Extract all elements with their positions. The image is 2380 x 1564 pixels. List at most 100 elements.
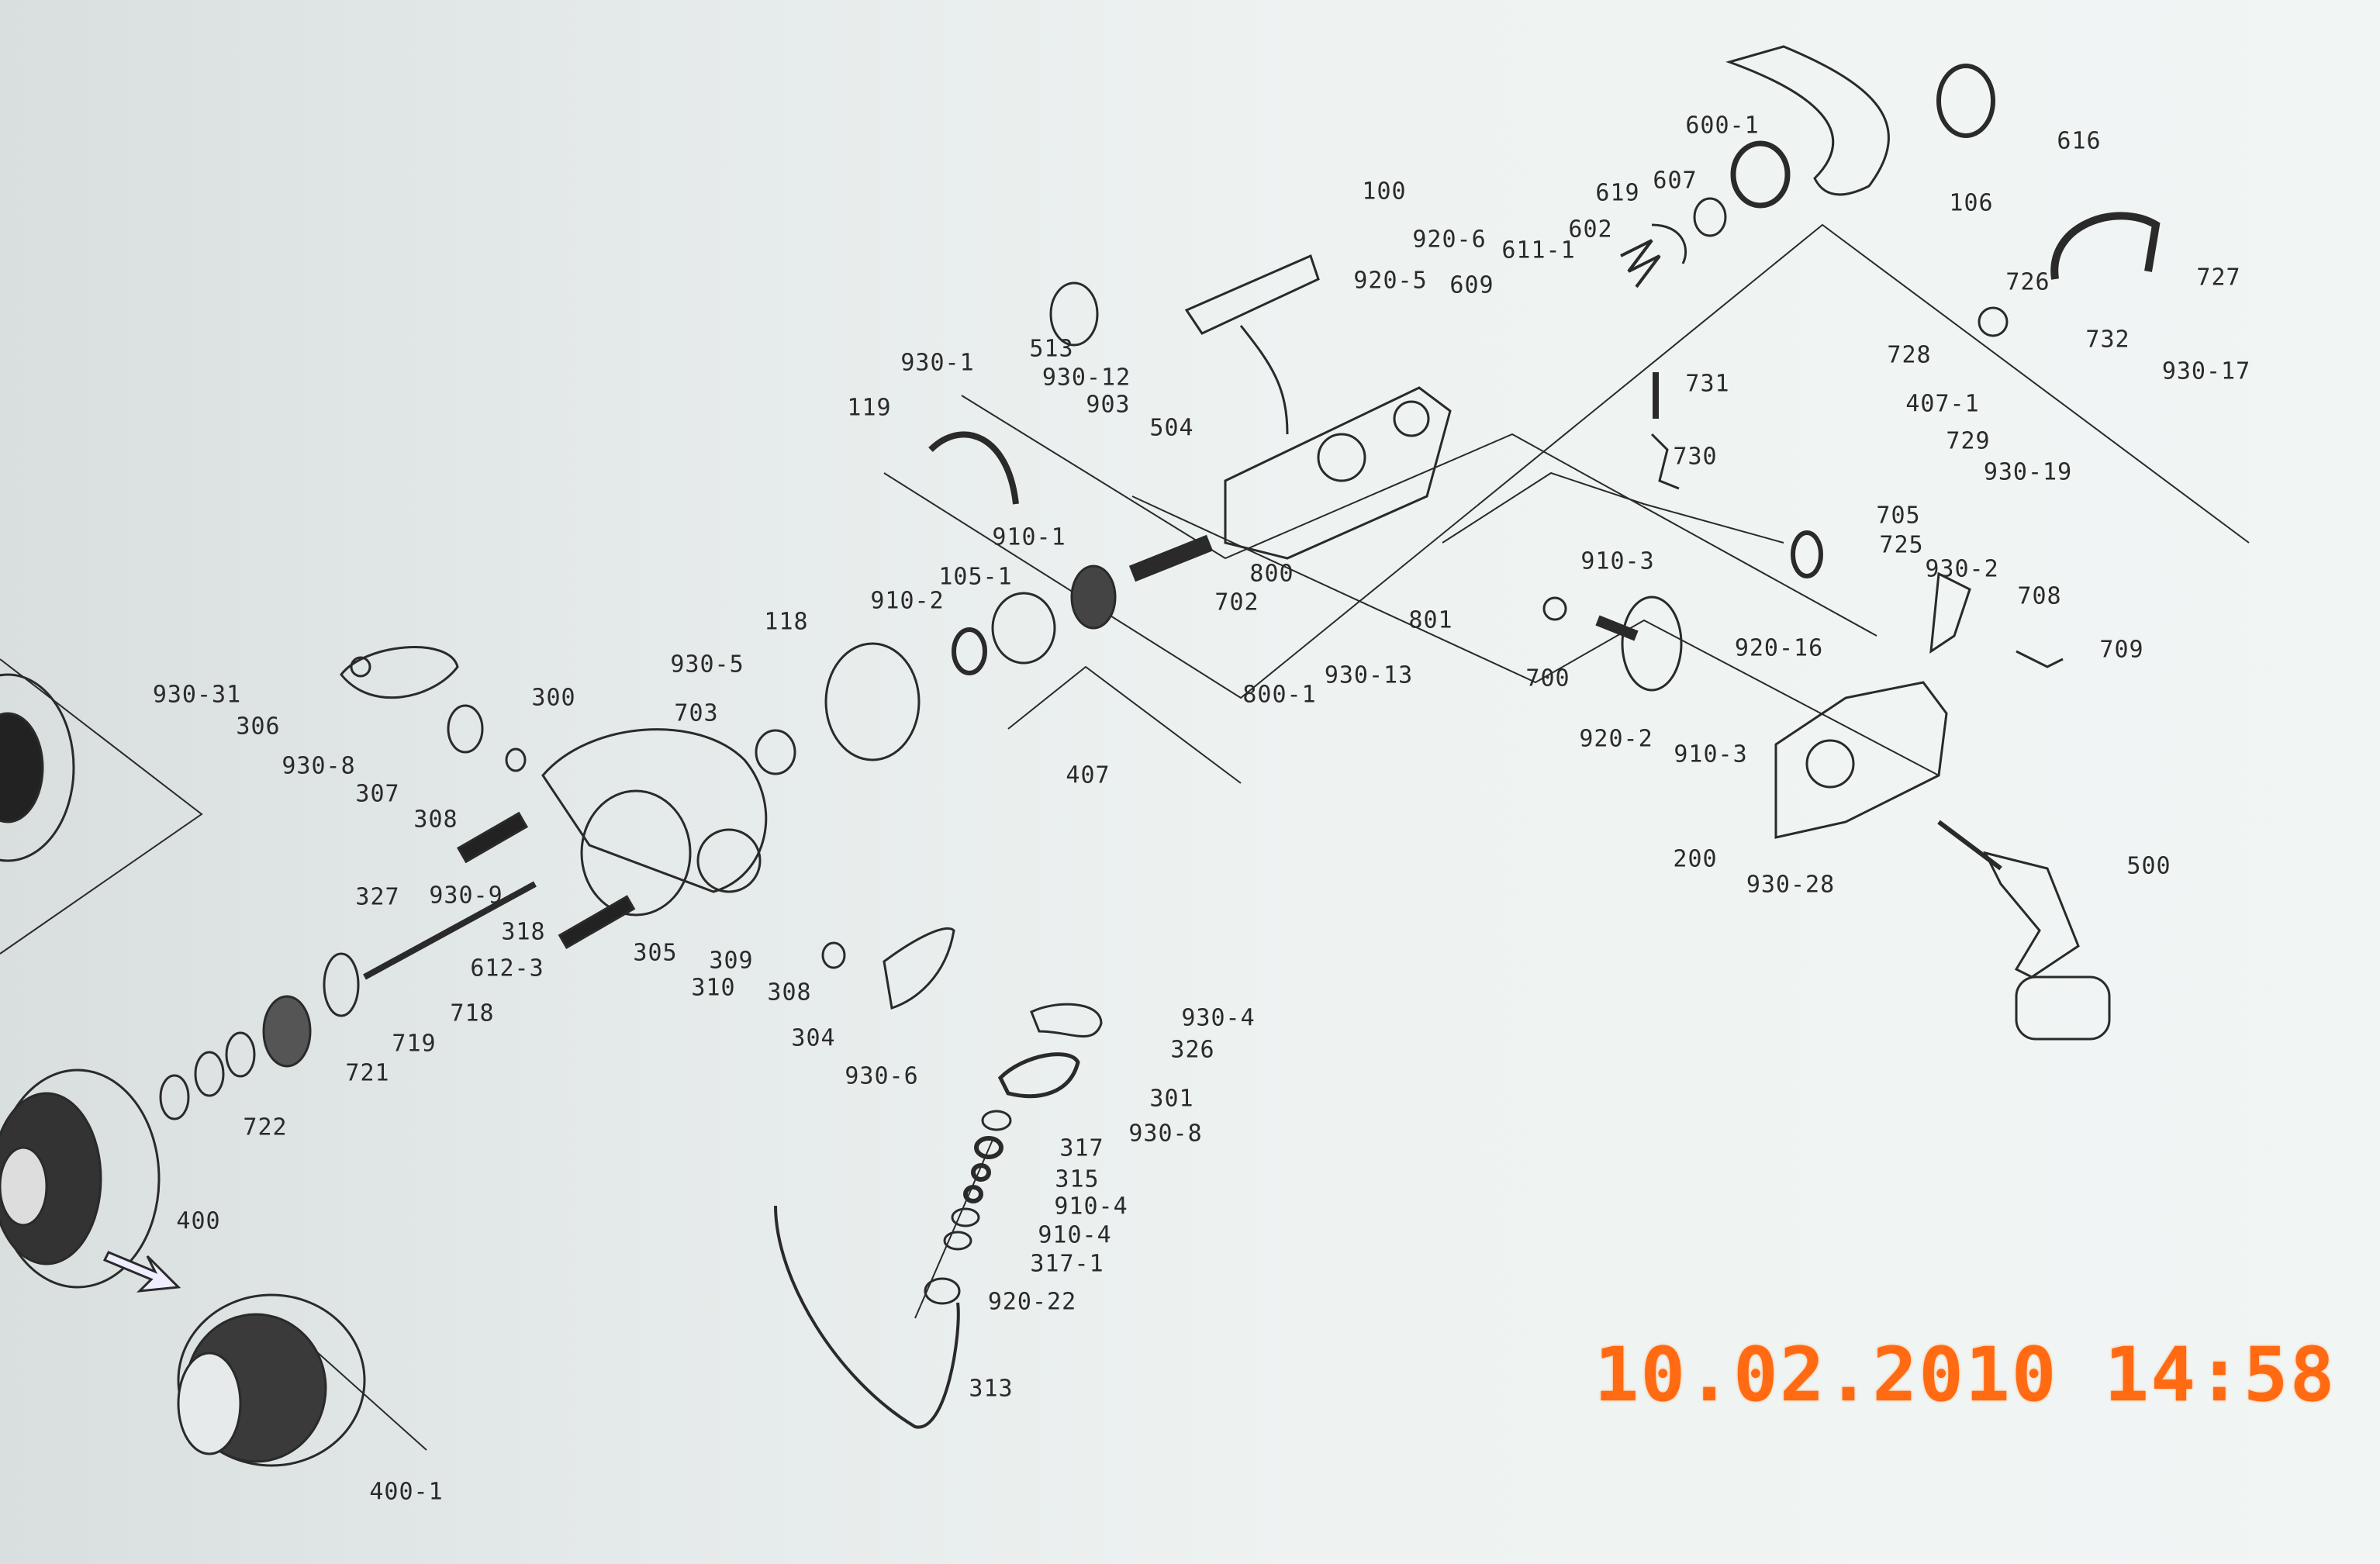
gear-705 [1791,530,1823,578]
part-label: 903 [1086,391,1131,419]
part-label: 726 [2005,268,2050,296]
leader-lines [0,223,2250,1451]
part-label: 910-4 [1038,1221,1112,1249]
handle-500 [1937,820,2111,1041]
part-label: 106 [1949,189,1994,217]
part-label: 725 [1879,531,1924,559]
bail-holder-304 [883,927,955,1010]
plate-719 [323,952,360,1017]
part-label: 700 [1525,665,1570,692]
body-100 [1184,254,1452,560]
bushing-607 [1693,197,1727,237]
clip-619 [1651,223,1687,264]
part-label: 300 [531,684,576,712]
part-label: 930-9 [429,882,503,910]
spring-327 [456,811,529,864]
cover-118 [824,642,921,761]
part-label: 718 [450,1000,495,1027]
part-label: 930-5 [670,651,744,678]
drag-washers [159,1031,256,1120]
part-label: 702 [1214,589,1259,616]
part-label: 930-19 [1983,458,2073,486]
part-label: 930-12 [1041,364,1131,392]
part-label: 100 [1362,178,1407,205]
part-label: 930-4 [1181,1004,1256,1032]
part-label: 308 [767,979,812,1006]
part-label: 722 [243,1113,288,1141]
part-label: 310 [691,974,736,1002]
line-roller-301 [997,1052,1080,1099]
arrow-icon [102,1251,181,1293]
part-label: 728 [1887,341,1932,369]
part-label: 309 [709,947,754,975]
part-label: 619 [1595,179,1640,207]
part-label: 305 [633,939,678,967]
part-label: 920-22 [987,1288,1077,1316]
part-label: 727 [2196,264,2241,292]
part-label: 930-13 [1324,661,1414,689]
part-label: 611-1 [1501,236,1576,264]
part-label: 119 [847,394,892,422]
part-label: 731 [1685,370,1730,398]
photo-timestamp: 10.02.2010 14:58 [1594,1331,2337,1418]
part-label: 920-5 [1353,267,1428,295]
side-cover-200 [1774,681,1948,839]
part-label: 307 [355,780,400,808]
spool-400 [0,1069,161,1289]
part-label: 732 [2085,326,2130,354]
part-label: 407-1 [1905,390,1980,418]
part-label: 930-28 [1746,871,1836,899]
part-label: 400-1 [369,1478,444,1506]
part-label: 709 [2099,636,2144,664]
part-label: 301 [1149,1085,1194,1113]
part-label: 504 [1149,414,1194,442]
pinion-702 [1128,534,1214,582]
part-label: 304 [791,1024,836,1052]
part-label: 600-1 [1685,112,1760,140]
part-label: 800 [1249,560,1294,588]
part-label: 930-2 [1925,555,1999,583]
part-label: 910-4 [1054,1193,1128,1220]
part-label: 930-1 [900,349,975,377]
part-label: 200 [1673,845,1718,873]
bushing-308 [505,747,527,772]
shaft-718 [363,881,537,980]
bail-727 [2050,212,2161,280]
rotor-300 [541,728,768,917]
bail-wire-313 [774,1205,960,1429]
part-label: 910-3 [1580,547,1655,575]
part-label: 721 [345,1059,390,1087]
part-label: 930-17 [2161,357,2251,385]
collar-105-1 [991,592,1056,665]
bushing-308b [821,941,846,969]
part-label: 729 [1946,427,1991,455]
part-label: 930-31 [152,681,242,709]
part-label: 105-1 [938,563,1013,591]
part-label: 500 [2126,852,2171,880]
bail-arm-306 [340,646,459,699]
part-label: 513 [1029,335,1074,363]
part-label: 607 [1653,167,1698,195]
arm-326 [1030,1003,1103,1037]
part-label: 306 [236,713,281,741]
part-label: 930-6 [845,1062,919,1090]
spring-602 [1620,239,1661,288]
ring-616 [1936,64,1995,138]
part-label: 612-3 [470,955,544,982]
lever-730 [1650,433,1680,490]
part-label: 327 [355,883,400,911]
part-label: 308 [413,806,458,834]
drive-gear-700 [1595,596,1683,692]
seal-703 [755,729,796,775]
roller-washers [924,1110,1012,1305]
roller-726 [1978,306,2009,337]
part-label: 930-8 [282,752,356,780]
part-label: 326 [1170,1036,1215,1064]
part-label: 705 [1876,502,1921,530]
part-label: 703 [674,699,719,727]
cap-513 [1049,281,1099,347]
gear-721 [262,995,312,1068]
part-label: 407 [1066,761,1111,789]
part-label: 609 [1449,271,1494,299]
